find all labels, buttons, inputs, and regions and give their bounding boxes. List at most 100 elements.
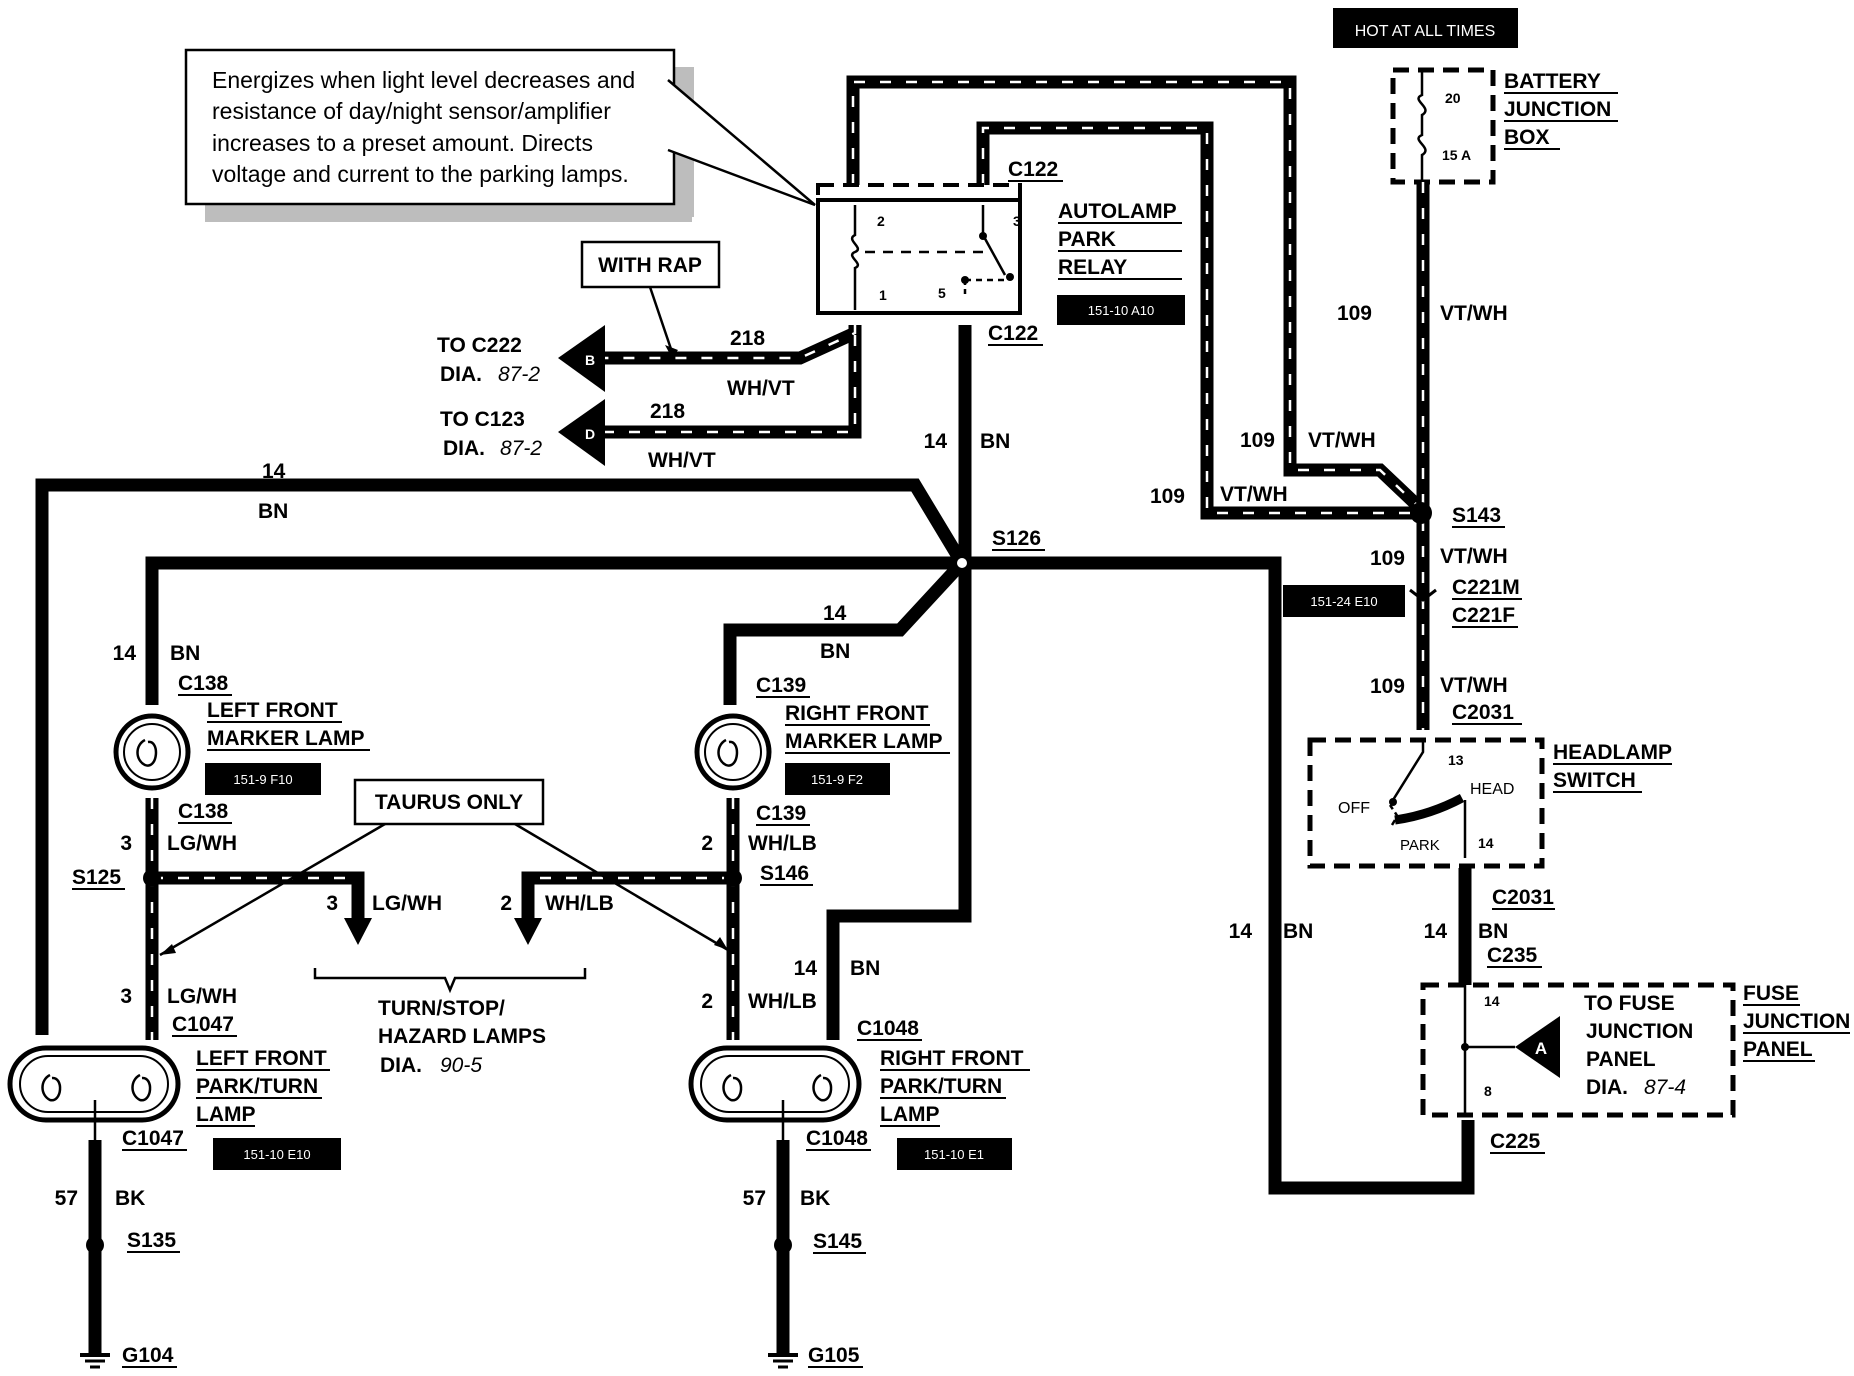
svg-text:8: 8 [1484,1083,1492,1099]
svg-text:14: 14 [794,957,818,980]
svg-text:87-2: 87-2 [500,437,542,460]
splice-s146: S146 [760,862,809,885]
svg-text:C138: C138 [178,672,229,695]
callout-line-3: increases to a preset amount. Directs [212,130,593,156]
ground-g105: G105 [768,1344,863,1369]
c235: C235 [1487,944,1538,967]
svg-text:151-10 A10: 151-10 A10 [1088,303,1155,318]
right-front-park-turn-lamp: C1048 RIGHT FRONT PARK/TURN LAMP C1048 1… [688,1017,1030,1170]
svg-text:3: 3 [1013,213,1021,229]
svg-text:WH/VT: WH/VT [727,377,795,400]
turn-stop-hazard-label: TURN/STOP/ HAZARD LAMPS DIA. 90-5 [313,968,587,1077]
svg-text:15 A: 15 A [1442,147,1471,163]
svg-text:C221M: C221M [1452,576,1520,599]
svg-text:HAZARD LAMPS: HAZARD LAMPS [378,1025,546,1048]
svg-text:3: 3 [326,892,338,915]
c221-connector: 151-24 E10 C221M C221F [1283,576,1522,628]
svg-text:BN: BN [170,642,200,665]
callout-line-1: Energizes when light level decreases and [212,67,635,93]
svg-text:LG/WH: LG/WH [167,832,237,855]
hot-at-all-times-label: HOT AT ALL TIMES [1333,8,1518,48]
svg-text:BK: BK [115,1187,145,1210]
fuse-junction-panel: A 14 8 TO FUSE JUNCTION PANEL DIA. 87-4 … [1420,982,1850,1118]
svg-text:151-24 E10: 151-24 E10 [1310,594,1377,609]
c2031-bottom: C2031 [1492,886,1554,909]
svg-text:109: 109 [1240,429,1275,452]
svg-text:PANEL: PANEL [1586,1048,1656,1071]
svg-text:13: 13 [1448,752,1464,768]
svg-text:LEFT FRONT: LEFT FRONT [196,1047,327,1070]
svg-text:TO C222: TO C222 [437,334,522,357]
splice-s126: S126 [992,527,1041,550]
svg-text:DIA.: DIA. [440,363,482,386]
svg-text:BN: BN [980,430,1010,453]
svg-text:AUTOLAMP: AUTOLAMP [1058,200,1177,223]
svg-text:SWITCH: SWITCH [1553,769,1636,792]
svg-text:HOT AT ALL TIMES: HOT AT ALL TIMES [1355,23,1496,40]
svg-text:TO FUSE: TO FUSE [1584,992,1675,1015]
wires [35,75,1475,1355]
svg-text:DIA.: DIA. [380,1054,422,1077]
svg-text:MARKER LAMP: MARKER LAMP [785,730,943,753]
svg-text:C1047: C1047 [122,1127,184,1150]
svg-text:B: B [585,352,595,368]
svg-text:HEAD: HEAD [1470,781,1514,798]
svg-text:151-9 F2: 151-9 F2 [811,772,863,787]
svg-text:87-4: 87-4 [1644,1076,1686,1099]
ground-g104: G104 [80,1344,177,1369]
svg-text:3: 3 [120,985,132,1008]
svg-text:109: 109 [1370,675,1405,698]
svg-text:14: 14 [1484,993,1500,1009]
relay-c122-bottom: C122 [988,322,1038,345]
svg-text:C1047: C1047 [172,1013,234,1036]
svg-text:WH/VT: WH/VT [648,449,716,472]
svg-text:14: 14 [262,460,286,483]
right-front-marker-lamp: C139 RIGHT FRONT MARKER LAMP 151-9 F2 C1… [694,674,950,826]
callout-box: Energizes when light level decreases and… [184,48,816,222]
svg-text:JUNCTION: JUNCTION [1586,1020,1693,1043]
svg-text:WITH RAP: WITH RAP [598,254,702,277]
svg-text:VT/WH: VT/WH [1308,429,1376,452]
svg-text:2: 2 [500,892,512,915]
splice-s143: S143 [1452,504,1501,527]
headlamp-switch: 13 OFF HEAD PARK 14 HEADLAMP SWITCH [1307,737,1672,869]
svg-text:LG/WH: LG/WH [167,985,237,1008]
svg-text:5: 5 [938,285,946,301]
to-c123-connector: D TO C123 DIA. 87-2 218 WH/VT [440,399,716,472]
svg-text:PARK: PARK [1058,228,1116,251]
callout-line-4: voltage and current to the parking lamps… [212,161,629,187]
svg-text:RIGHT FRONT: RIGHT FRONT [785,702,929,725]
svg-text:VT/WH: VT/WH [1440,302,1508,325]
left-front-marker-lamp: C138 LEFT FRONT MARKER LAMP 151-9 F10 C1… [113,672,370,824]
svg-text:C1048: C1048 [857,1017,919,1040]
svg-text:109: 109 [1150,485,1185,508]
svg-text:LG/WH: LG/WH [372,892,442,915]
svg-text:C221F: C221F [1452,604,1515,627]
svg-text:WH/LB: WH/LB [748,990,817,1013]
svg-text:PARK/TURN: PARK/TURN [880,1075,1002,1098]
svg-text:3: 3 [120,832,132,855]
svg-text:WH/LB: WH/LB [748,832,817,855]
c2031-top: C2031 [1452,701,1514,724]
svg-text:LAMP: LAMP [880,1103,940,1126]
with-rap-label: WITH RAP [580,240,721,358]
svg-text:151-10 E10: 151-10 E10 [243,1147,310,1162]
svg-text:OFF: OFF [1338,800,1370,817]
svg-text:PARK/TURN: PARK/TURN [196,1075,318,1098]
svg-text:151-10 E1: 151-10 E1 [924,1147,984,1162]
taurus-only-label: TAURUS ONLY [159,778,729,957]
svg-text:2: 2 [877,213,885,229]
svg-text:218: 218 [650,400,685,423]
svg-text:2: 2 [701,832,713,855]
splice-s135: S135 [127,1229,176,1252]
splice-s145: S145 [813,1230,862,1253]
svg-text:D: D [585,426,595,442]
battery-label-2: JUNCTION [1504,98,1611,121]
svg-text:14: 14 [1424,920,1448,943]
battery-label-1: BATTERY [1504,70,1601,93]
svg-text:BN: BN [820,640,850,663]
svg-text:PANEL: PANEL [1743,1038,1813,1061]
svg-text:C139: C139 [756,674,806,697]
battery-junction-box: 20 15 A BATTERY JUNCTION BOX [1390,67,1618,185]
